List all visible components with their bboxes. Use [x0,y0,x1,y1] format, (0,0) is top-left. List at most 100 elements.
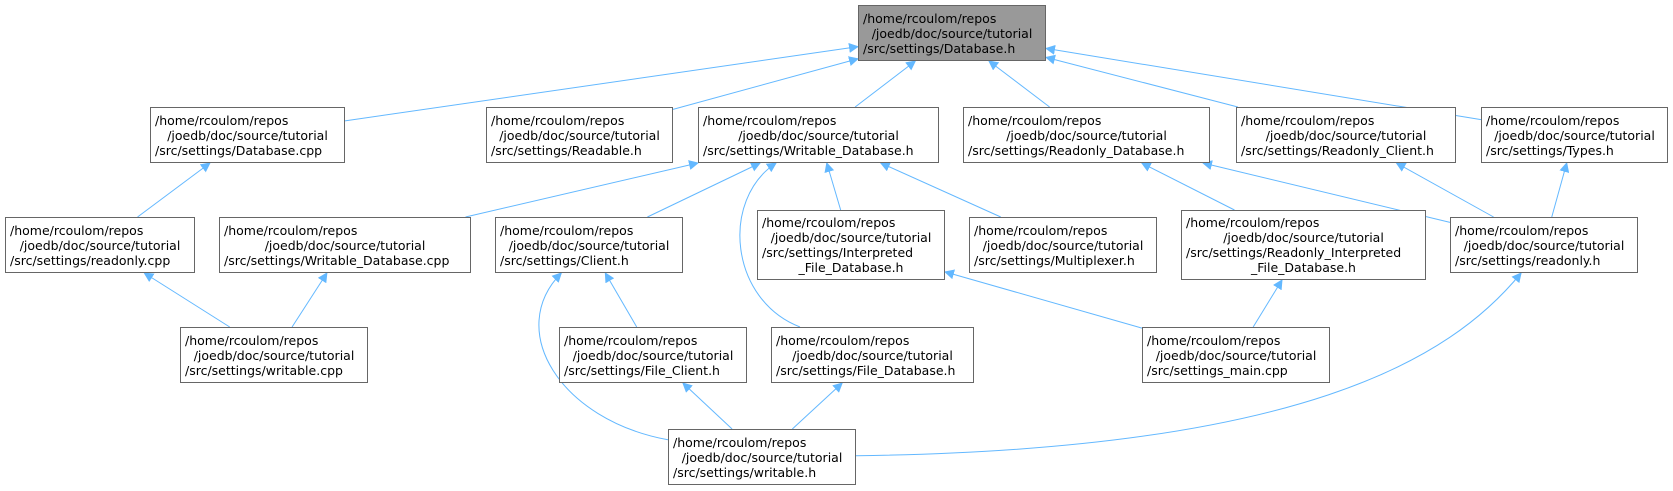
node-label-line: /src/settings/Readonly_Interpreted [1186,245,1402,260]
node-label-line: /src/settings/Writable_Database.cpp [224,252,450,268]
edge-readonly-interpreted-file-database-h-to-readonly-database-h [1140,162,1235,211]
node-label-line: /src/settings/Readonly_Database.h [968,142,1185,158]
node-interpreted-file-database-h[interactable]: /home/rcoulom/repos /joedb/doc/source/tu… [757,210,945,280]
node-client-h[interactable]: /home/rcoulom/repos /joedb/doc/source/tu… [495,217,683,273]
node-label-line: /joedb/doc/source/tutorial [499,127,660,143]
node-label-line: /src/settings/writable.cpp [185,362,343,378]
edge-file-database-h-to-writable-database-h [739,162,801,328]
node-readonly-interpreted-file-database-h[interactable]: /home/rcoulom/repos /joedb/doc/source/tu… [1181,210,1426,280]
node-label-line: /home/rcoulom/repos [1486,112,1620,128]
node-readonly-database-h[interactable]: /home/rcoulom/repos /joedb/doc/source/tu… [963,107,1210,163]
node-label-line: /joedb/doc/source/tutorial [1155,347,1317,363]
edge-readonly-database-h-to-database-h [988,60,1050,108]
node-label-line: /home/rcoulom/repos [1241,112,1375,128]
node-label-line: _File_Database.h [1251,260,1356,275]
node-readable-h[interactable]: /home/rcoulom/repos /joedb/doc/source/tu… [486,107,673,163]
node-writable-database-h[interactable]: /home/rcoulom/repos /joedb/doc/source/tu… [698,107,939,163]
node-label-line: /joedb/doc/source/tutorial [19,237,181,253]
edge-writable-h-to-file-client-h [682,382,733,430]
node-database-cpp[interactable]: /home/rcoulom/repos /joedb/doc/source/tu… [150,107,345,163]
edge-multiplexer-h-to-writable-database-h [879,162,1001,218]
node-label-line: /src/settings/Multiplexer.h [974,252,1135,268]
node-label-line: /src/settings/Client.h [500,252,629,268]
node-label-line: /joedb/doc/source/tutorial [770,230,932,245]
node-label-line: /home/rcoulom/repos [974,222,1108,238]
node-readonly-cpp[interactable]: /home/rcoulom/repos /joedb/doc/source/tu… [5,217,195,273]
node-label-line: /joedb/doc/source/tutorial [1494,127,1655,143]
node-label-line: /joedb/doc/source/tutorial [167,127,328,143]
node-label-line: /home/rcoulom/repos [776,332,910,348]
node-label-line: /joedb/doc/source/tutorial [1006,127,1167,143]
edge-readable-h-to-database-h [672,56,859,110]
node-label-line: /home/rcoulom/repos [564,332,698,348]
node-label-line: /src/settings/Writable_Database.h [703,142,914,158]
edge-writable-database-cpp-to-writable-database-h [465,160,699,218]
edge-readonly-client-h-to-database-h [1045,54,1238,108]
node-types-h[interactable]: /home/rcoulom/repos /joedb/doc/source/tu… [1481,107,1668,163]
node-label-line: /joedb/doc/source/tutorial [1223,230,1384,245]
node-writable-cpp[interactable]: /home/rcoulom/repos /joedb/doc/source/tu… [180,327,368,383]
node-label-line: /src/settings/Types.h [1486,142,1614,158]
node-label-line: /src/settings/File_Database.h [776,362,956,378]
node-label-line: /home/rcoulom/repos [185,332,319,348]
edge-readonly-h-to-readonly-client-h [1395,162,1494,218]
node-label-line: /src/settings/Database.cpp [155,142,323,158]
node-label-line: /home/rcoulom/repos [155,112,289,128]
node-label-line: /src/settings/Readonly_Client.h [1241,142,1434,158]
node-label-line: _File_Database.h [798,260,904,275]
node-label-line: /home/rcoulom/repos [500,222,634,238]
node-label-line: /home/rcoulom/repos [703,112,837,128]
node-label-line: /home/rcoulom/repos [1455,222,1589,238]
node-label-line: /src/settings/Interpreted [762,245,914,260]
node-label-line: /home/rcoulom/repos [673,434,807,450]
node-label-line: /joedb/doc/source/tutorial [1463,237,1625,253]
node-label-line: /home/rcoulom/repos [863,10,997,26]
edge-readonly-cpp-to-database-cpp [137,162,211,218]
node-label-line: /joedb/doc/source/tutorial [982,237,1144,253]
node-label-line: /src/settings/readonly.cpp [10,252,171,268]
node-label-line: /src/settings/File_Client.h [564,362,720,378]
node-label-line: /joedb/doc/source/tutorial [508,237,670,253]
edge-file-client-h-to-client-h [604,272,638,328]
node-label-line: /home/rcoulom/repos [10,222,144,238]
node-label-line: /home/rcoulom/repos [224,222,358,238]
node-label-line: /joedb/doc/source/tutorial [572,347,734,363]
node-label-line: /home/rcoulom/repos [1186,215,1320,230]
node-label-line: /joedb/doc/source/tutorial [792,347,953,363]
node-label-line: /joedb/doc/source/tutorial [264,237,426,253]
node-label-line: /home/rcoulom/repos [491,112,625,128]
node-label-line: /src/settings/Database.h [863,40,1016,56]
edge-writable-h-to-client-h [538,272,669,441]
node-label-line: /home/rcoulom/repos [968,112,1102,128]
edge-interpreted-file-database-h-to-writable-database-h [824,162,842,211]
edge-writable-cpp-to-readonly-cpp [143,272,230,328]
edge-settings-main-cpp-to-interpreted-file-database-h [944,269,1143,329]
node-label-line: /src/settings_main.cpp [1147,362,1288,378]
node-writable-h[interactable]: /home/rcoulom/repos /joedb/doc/source/tu… [668,429,856,485]
node-label-line: /joedb/doc/source/tutorial [871,25,1033,41]
node-file-client-h[interactable]: /home/rcoulom/repos /joedb/doc/source/tu… [559,327,747,383]
node-writable-database-cpp[interactable]: /home/rcoulom/repos /joedb/doc/source/tu… [219,217,471,273]
node-label-line: /src/settings/readonly.h [1455,252,1601,268]
node-label-line: /home/rcoulom/repos [762,215,896,230]
node-label-line: /src/settings/Readable.h [491,142,642,158]
node-readonly-h[interactable]: /home/rcoulom/repos /joedb/doc/source/tu… [1450,217,1638,273]
node-label-line: /joedb/doc/source/tutorial [738,127,899,143]
node-settings-main-cpp[interactable]: /home/rcoulom/repos /joedb/doc/source/tu… [1142,327,1330,383]
node-database-h[interactable]: /home/rcoulom/repos /joedb/doc/source/tu… [858,5,1046,61]
node-multiplexer-h[interactable]: /home/rcoulom/repos /joedb/doc/source/tu… [969,217,1157,273]
edge-writable-cpp-to-writable-database-cpp [291,272,328,328]
edge-writable-h-to-file-database-h [791,382,843,430]
edge-readonly-h-to-types-h [1551,162,1570,218]
edge-writable-h-to-readonly-h [855,272,1522,457]
edge-client-h-to-writable-database-h [647,162,761,218]
edge-settings-main-cpp-to-readonly-interpreted-file-database-h [1252,279,1283,328]
node-label-line: /src/settings/writable.h [673,464,817,480]
edge-database-cpp-to-database-h [344,42,859,122]
node-readonly-client-h[interactable]: /home/rcoulom/repos /joedb/doc/source/tu… [1236,107,1456,163]
node-label-line: /joedb/doc/source/tutorial [681,449,843,465]
node-label-line: /joedb/doc/source/tutorial [193,347,355,363]
edge-writable-database-h-to-database-h [854,60,917,108]
node-file-database-h[interactable]: /home/rcoulom/repos /joedb/doc/source/tu… [771,327,974,383]
